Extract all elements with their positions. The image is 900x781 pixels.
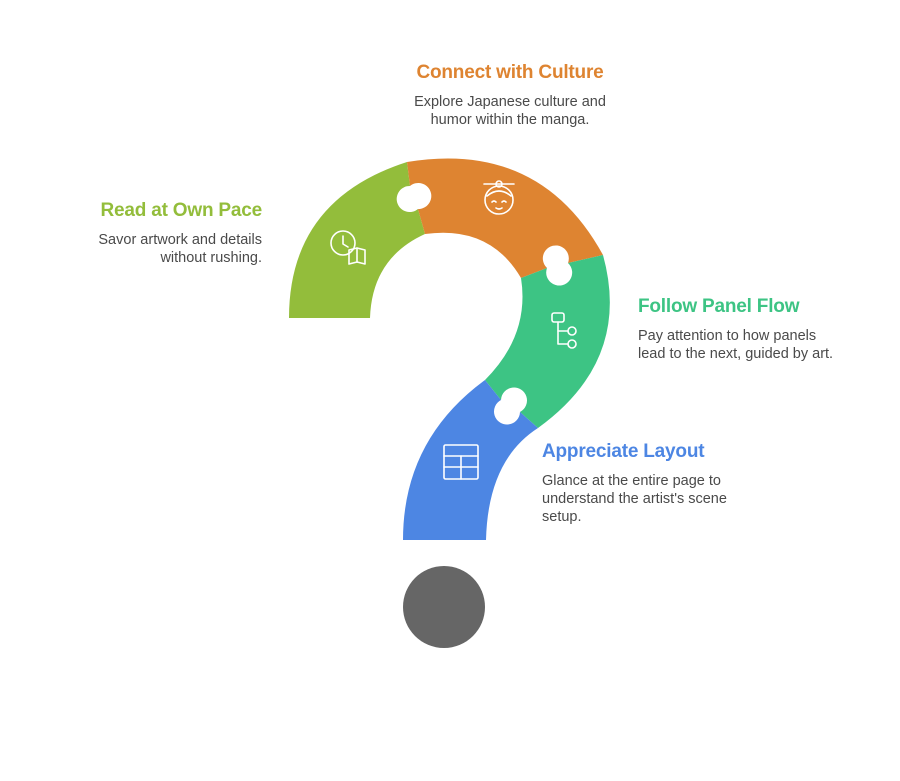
description-line: Pay attention to how panels [638,328,817,344]
description-line: Explore Japanese culture and [414,94,606,110]
step-title: Appreciate Layout [542,441,705,462]
clock-book-icon [330,230,366,265]
step-description: Savor artwork and details without rushin… [42,231,262,267]
layout-grid-icon [443,444,479,480]
question-mark-dot [403,566,485,648]
follow-panel-flow-label: Follow Panel Flow Pay attention to how p… [638,295,888,363]
description-line: Savor artwork and details [98,232,262,248]
description-line: understand the artist's scene [542,491,727,507]
read-at-own-pace-segment [289,162,425,318]
step-description: Pay attention to how panels lead to the … [638,327,888,363]
appreciate-layout-label: Appreciate Layout Glance at the entire p… [542,440,782,526]
description-line: without rushing. [160,250,262,266]
step-title: Connect with Culture [416,62,604,83]
description-line: humor within the manga. [430,112,590,128]
connect-with-culture-segment [407,158,603,278]
connect-with-culture-label: Connect with Culture Explore Japanese cu… [380,61,640,129]
description-line: lead to the next, guided by art. [638,346,834,362]
description-line: Glance at the entire page to [542,473,721,489]
appreciate-layout-segment [403,380,538,540]
step-title: Read at Own Pace [100,200,262,221]
follow-panel-flow-segment [485,255,610,428]
step-title: Follow Panel Flow [638,296,800,317]
geisha-face-icon [483,180,515,215]
read-at-own-pace-label: Read at Own Pace Savor artwork and detai… [42,199,262,267]
description-line: setup. [542,509,582,525]
step-description: Explore Japanese culture and humor withi… [380,93,640,129]
step-description: Glance at the entire page to understand … [542,472,782,526]
flowchart-icon [551,312,577,349]
